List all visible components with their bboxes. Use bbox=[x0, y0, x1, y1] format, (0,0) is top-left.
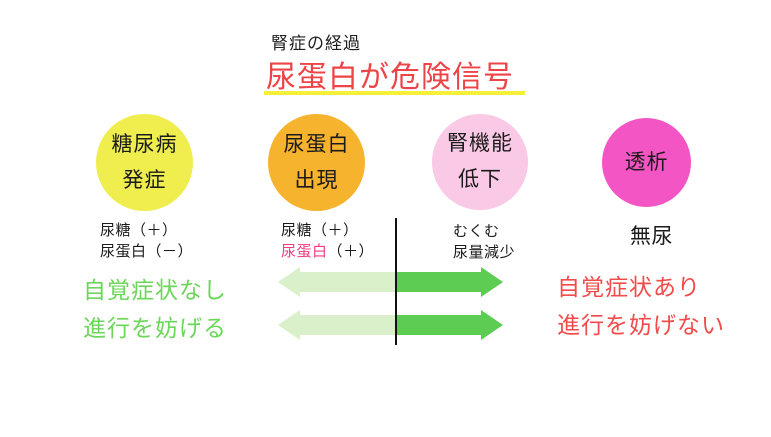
stage-circle-label: 発症 bbox=[122, 168, 167, 192]
stage-note-diabetes: 尿糖（＋） 尿蛋白（－） bbox=[100, 220, 193, 262]
right-annotation-cannot-prevent: 進行を妨げない bbox=[557, 312, 725, 338]
stage-note-dialysis: 無尿 bbox=[630, 224, 673, 250]
left-annotation-no-symptoms: 自覚症状なし bbox=[83, 277, 227, 303]
diagram-title: 尿蛋白が危険信号 bbox=[266, 61, 514, 94]
arrow1-right-half bbox=[396, 267, 503, 297]
stage-divider-line bbox=[395, 218, 397, 345]
diagram-subtitle: 腎症の経過 bbox=[271, 34, 361, 53]
stage-circle-label: 出現 bbox=[294, 168, 339, 192]
note-line: 尿蛋白（－） bbox=[100, 243, 194, 260]
stage-circle-dialysis: 透析 bbox=[602, 118, 691, 207]
stage-circle-proteinuria-appears: 尿蛋白 出現 bbox=[268, 114, 365, 211]
stage-note-proteinuria: 尿糖（＋） 尿蛋白（＋） bbox=[281, 220, 374, 262]
note-line: 尿糖（＋） bbox=[100, 222, 178, 239]
note-line: 尿糖（＋） bbox=[281, 222, 359, 239]
right-annotation-symptoms-present: 自覚症状あり bbox=[557, 274, 701, 300]
stage-note-kidney-decline: むくむ 尿量減少 bbox=[453, 221, 515, 263]
stage-circle-label: 低下 bbox=[458, 168, 502, 191]
stage-circle-label: 糖尿病 bbox=[111, 132, 178, 156]
stage-circle-label: 尿蛋白 bbox=[283, 132, 350, 156]
note-line: むくむ bbox=[453, 223, 500, 240]
note-line: 無尿 bbox=[630, 225, 673, 248]
stage-circle-diabetes-onset: 糖尿病 発症 bbox=[96, 114, 193, 211]
stage-circle-kidney-function-decline: 腎機能 低下 bbox=[432, 114, 528, 210]
arrow2-right-half bbox=[396, 310, 503, 340]
note-line: 尿量減少 bbox=[453, 244, 516, 261]
note-rest: （＋） bbox=[327, 243, 375, 260]
stage-circle-label: 腎機能 bbox=[447, 132, 513, 155]
left-annotation-can-prevent: 進行を妨げる bbox=[83, 315, 227, 341]
note-line: 尿蛋白（＋） bbox=[281, 241, 374, 262]
arrow2-left-half bbox=[278, 310, 396, 340]
arrow1-left-half bbox=[278, 267, 396, 297]
title-underline bbox=[264, 91, 525, 95]
note-highlight: 尿蛋白 bbox=[281, 243, 328, 260]
stage-circle-label: 透析 bbox=[624, 150, 669, 174]
